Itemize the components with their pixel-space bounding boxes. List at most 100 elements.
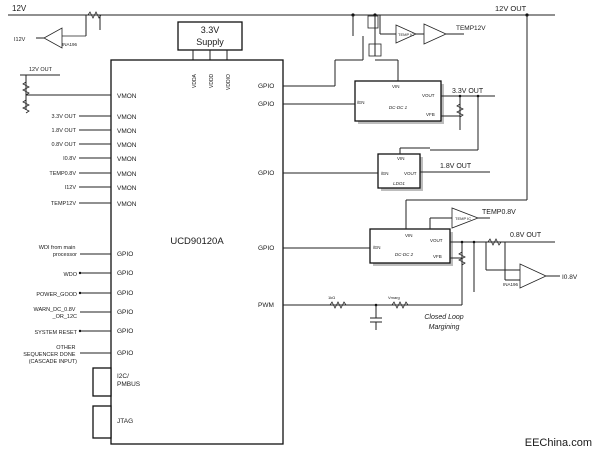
out-3v3: 3.3V OUT: [452, 88, 484, 95]
controller-name: UCD90120A: [170, 236, 224, 247]
vmon-input-i12v: I12V: [65, 185, 77, 191]
pin-vmon-8: VMON: [117, 201, 137, 208]
pass-fet: [367, 15, 379, 29]
current-sense-amplifier-12v: [43, 27, 63, 49]
pin-gpio-l1: GPIO: [117, 251, 133, 258]
pin-pwm: PWM: [258, 302, 274, 309]
gpio-input-other-line3: (CASCADE INPUT): [29, 359, 77, 365]
gpio-input-wdo: WDO: [64, 272, 78, 278]
pin-vmon-4: VMON: [117, 142, 137, 149]
dcdc1-block: [354, 80, 442, 122]
pin-i2c-pmbus-line2: PMBUS: [117, 381, 141, 388]
supply-pin-vddd: VDDD: [209, 73, 215, 88]
gpio-input-wdi-line2: processor: [53, 252, 77, 258]
ldo1-vout: VOUT: [404, 171, 417, 176]
pin-vmon-1: VMON: [117, 93, 137, 100]
i0v8-label: I0.8V: [562, 274, 578, 281]
dcdc2-vfb: VFB: [433, 254, 442, 259]
gpio-input-wdi-line1: WDI from main: [39, 245, 76, 251]
dcdc2-vin: VIN: [405, 233, 413, 238]
sense-amp-0v8-label: INA196: [503, 282, 519, 287]
ldo1-block: [377, 153, 421, 189]
left-pin-labels: VMON VMON VMON VMON VMON VMON VMON VMON …: [117, 93, 137, 357]
vmon-input-temp12v: TEMP12V: [51, 201, 76, 207]
temp0v8-label: TEMP0.8V: [482, 209, 516, 216]
pin-vmon-2: VMON: [117, 114, 137, 121]
watermark: EEChina.com: [525, 437, 592, 449]
temp-sensor-0v8: [451, 207, 480, 229]
gpio-input-power-good: POWER_GOOD: [36, 292, 77, 298]
pin-gpio-l3: GPIO: [117, 290, 133, 297]
current-sense-amplifier-0v8: [519, 263, 547, 289]
margin-resistor-1: [329, 301, 347, 309]
gpio-input-other-done: OTHER SEQUENCER DONE (CASCADE INPUT): [23, 345, 77, 365]
supply-pin-vddio: VDDIO: [226, 74, 232, 90]
pin-vmon-5: VMON: [117, 156, 137, 163]
margin-label-1: Closed Loop: [424, 314, 463, 321]
dcdc1-en: /EN: [357, 100, 365, 105]
pin-gpio-r3: GPIO: [258, 170, 274, 177]
margin-label-2: Margining: [429, 324, 460, 331]
pin-vmon-3: VMON: [117, 128, 137, 135]
i12v-label: I12V: [14, 37, 26, 43]
temp-sensor-12v-ic: TEMP IC: [398, 32, 414, 37]
ucd90120a-ic: [110, 59, 284, 445]
ldo1-name: LDO1: [393, 181, 405, 186]
vmon-input-temp0v8: TEMP0.8V: [49, 171, 76, 177]
dcdc1-vfb: VFB: [426, 112, 435, 117]
temp-sensor-0v8-ic: TEMP IC: [455, 216, 471, 221]
margin-resistor-2: [391, 301, 409, 309]
vmon-input-labels: 3.3V OUT 1.8V OUT 0.8V OUT I0.8V TEMP0.8…: [49, 114, 76, 207]
out-1v8: 1.8V OUT: [440, 163, 472, 170]
margin-r1: 1kΩ: [328, 295, 335, 300]
dcdc2-en: /EN: [373, 245, 381, 250]
gpio-input-warn: WARN_DC_0.8V _OR_12C: [33, 307, 77, 320]
dcdc1-vout: VOUT: [422, 93, 435, 98]
gpio-input-system-reset: SYSTEM RESET: [35, 330, 78, 336]
dcdc2-vout: VOUT: [430, 238, 443, 243]
dcdc1-name: DC-DC 1: [389, 105, 408, 110]
rail-12v-label: 12V: [12, 4, 27, 13]
margin-r2: Vmarg: [388, 295, 400, 300]
pin-gpio-l4: GPIO: [117, 309, 133, 316]
vmon-input-3v3: 3.3V OUT: [52, 114, 77, 120]
out-0v8: 0.8V OUT: [510, 232, 542, 239]
shunt-resistor-12v: [87, 11, 102, 19]
supply-line1: 3.3V: [201, 25, 220, 35]
pin-i2c-pmbus: I2C/ PMBUS: [117, 373, 141, 388]
gpio-input-other-line1: OTHER: [56, 345, 75, 351]
shunt-resistor-0v8: [487, 238, 502, 246]
pin-vmon-7: VMON: [117, 185, 137, 192]
pin-jtag: JTAG: [117, 418, 133, 425]
right-pin-labels: GPIO GPIO GPIO GPIO PWM: [258, 83, 274, 309]
vmon-input-i0v8: I0.8V: [63, 156, 76, 162]
temp12v-buffer: [423, 23, 447, 45]
gpio-input-other-line2: SEQUENCER DONE: [23, 352, 76, 358]
vmon-input-1v8: 1.8V OUT: [52, 128, 77, 134]
pin-i2c-pmbus-line1: I2C/: [117, 373, 129, 380]
vmon-input-0v8: 0.8V OUT: [52, 142, 77, 148]
gpio-input-wdi: WDI from main processor: [39, 245, 77, 258]
pin-gpio-r4: GPIO: [258, 245, 274, 252]
i2c-connector: [92, 367, 112, 397]
sense-amp-12v-label: INA196: [62, 42, 78, 47]
pass-fet-2: [368, 43, 382, 57]
vmon-input-12v-out: 12V OUT: [29, 67, 53, 73]
rail-12v-out-label: 12V OUT: [495, 4, 527, 13]
supply-line2: Supply: [196, 37, 224, 47]
pin-gpio-l5: GPIO: [117, 328, 133, 335]
temp12v-label: TEMP12V: [456, 25, 486, 32]
dcdc2-block: [369, 228, 451, 264]
divider-resistor-a: [22, 81, 30, 96]
gpio-input-warn-line2: _OR_12C: [52, 314, 77, 320]
pin-gpio-l6: GPIO: [117, 350, 133, 357]
gpio-input-warn-line1: WARN_DC_0.8V: [33, 307, 75, 313]
pin-gpio-l2: GPIO: [117, 270, 133, 277]
temp-sensor-12v: [395, 24, 417, 44]
supply-pin-vdda: VDDA: [192, 73, 198, 88]
dcdc1-vin: VIN: [392, 84, 400, 89]
ldo1-vin: VIN: [397, 156, 405, 161]
ldo1-en: /EN: [381, 171, 389, 176]
fb-resistor-1: [456, 103, 464, 118]
